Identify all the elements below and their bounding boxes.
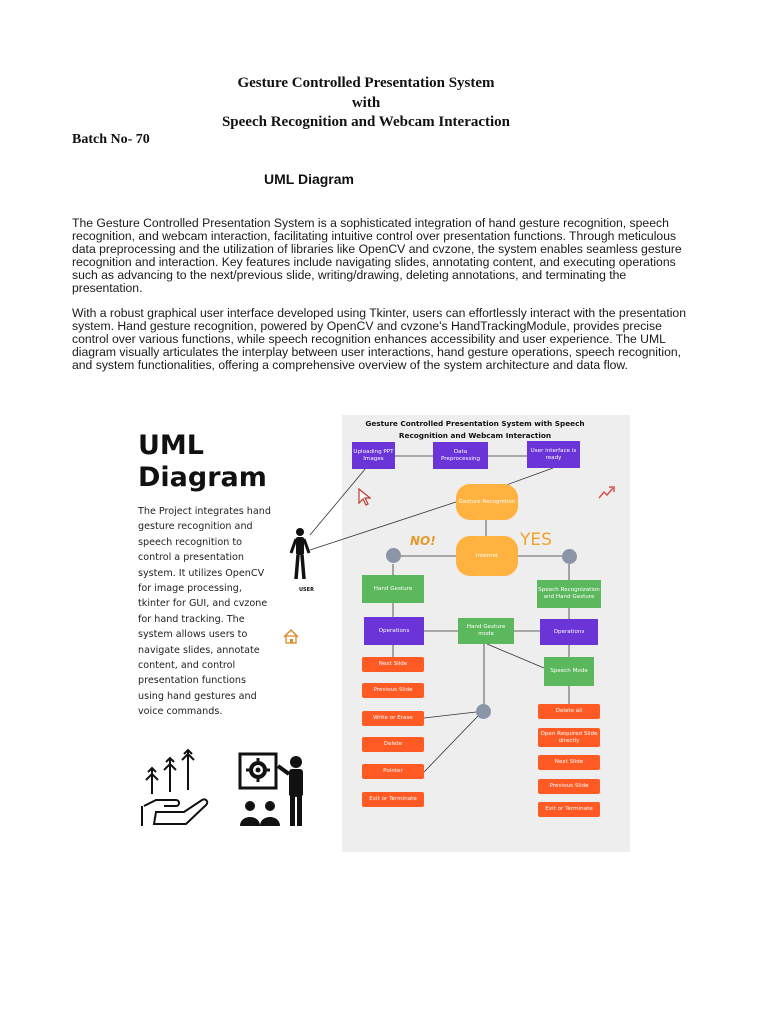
gui-paragraph: With a robust graphical user interface d…	[72, 306, 686, 372]
hand-growth-icon	[141, 748, 209, 826]
action-delete-all: Delete all	[538, 704, 600, 719]
action-write-erase: Write or Erase	[362, 711, 424, 726]
action-previous-slide-right: Previous Slide	[538, 779, 600, 794]
home-icon	[283, 628, 299, 644]
action-delete: Delete	[362, 737, 424, 752]
presenter-icon	[238, 752, 303, 826]
node-speech-and-hand: Speech Recognization and Hand Gesture	[537, 580, 601, 608]
intro-paragraph: The Gesture Controlled Presentation Syst…	[72, 216, 682, 295]
node-ui-ready: User interface is ready	[527, 441, 580, 468]
poster-title-line-2: Diagram	[138, 462, 267, 493]
diagram-title: Gesture Controlled Presentation System w…	[365, 419, 585, 440]
action-next-slide-right: Next Slide	[538, 755, 600, 770]
action-pointer: Pointer	[362, 764, 424, 779]
node-preprocessing: Data Preprocessing	[433, 442, 488, 469]
title-line-3: Speech Recognition and Webcam Interactio…	[221, 114, 511, 130]
node-operations-right: Operations	[540, 619, 598, 645]
action-exit-right: Exit or Terminate	[538, 802, 600, 817]
trend-arrow-icon	[598, 486, 615, 499]
annotation-yes: YES	[520, 530, 552, 550]
decision-dot-left	[386, 548, 401, 563]
user-icon	[289, 528, 311, 580]
cursor-icon	[358, 488, 371, 506]
poster-description: The Project integrates hand gesture reco…	[138, 506, 271, 718]
node-operations-left: Operations	[364, 617, 424, 645]
action-next-slide-left: Next Slide	[362, 657, 424, 672]
document-title: Gesture Controlled Presentation System w…	[0, 74, 732, 133]
title-line-2: with	[351, 94, 381, 111]
action-previous-slide-left: Previous Slide	[362, 683, 424, 698]
node-internet: Internet	[456, 536, 518, 576]
batch-number: Batch No- 70	[72, 132, 150, 147]
node-uploading: Uploading PPT Images	[352, 442, 395, 469]
poster-title-line-1: UML	[138, 430, 204, 461]
section-heading: UML Diagram	[264, 171, 354, 187]
node-gesture-recognition: Gesture Recognition	[456, 484, 518, 520]
annotation-no: NO!	[410, 534, 436, 548]
decision-dot-bottom	[476, 704, 491, 719]
title-line-1: Gesture Controlled Presentation System	[237, 75, 495, 91]
poster-title: UML Diagram	[138, 430, 267, 494]
action-open-slide: Open Required Slide directly	[538, 728, 600, 747]
user-label: USER	[299, 587, 314, 593]
decision-dot-right	[562, 549, 577, 564]
action-exit-left: Exit or Terminate	[362, 792, 424, 807]
node-speech-mode: Speech Mode	[544, 657, 594, 686]
node-hand-gesture: Hand Gesture	[362, 575, 424, 603]
node-hand-gesture-mode: Hand Gesture mode	[458, 618, 514, 644]
